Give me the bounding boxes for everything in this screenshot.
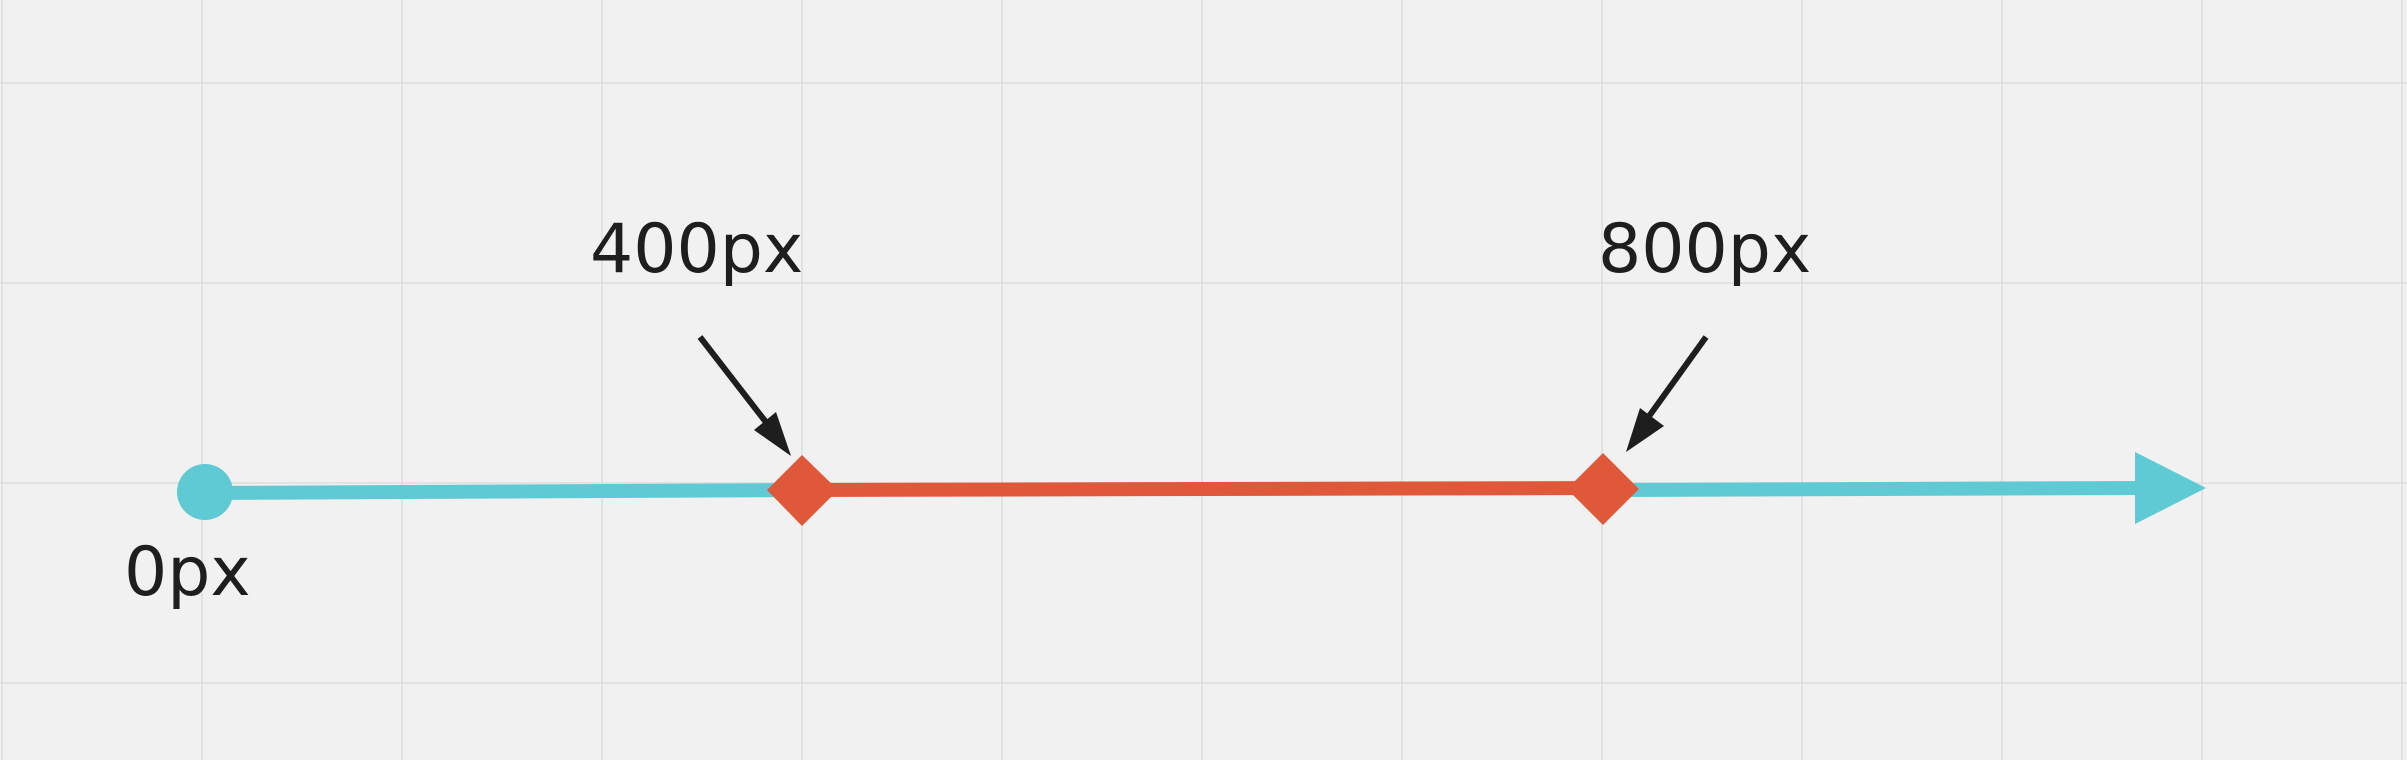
pointer-arrow-800-icon xyxy=(1626,335,1709,452)
marker-400-diamond-icon xyxy=(767,455,838,526)
label-0px: 0px xyxy=(124,533,251,612)
pointer-arrow-800-head xyxy=(1626,408,1664,452)
pointer-arrow-400-icon xyxy=(697,335,791,456)
highlighted-segment xyxy=(801,481,1604,497)
label-400px: 400px xyxy=(590,210,803,289)
teal-line-end-segment xyxy=(1602,481,2141,497)
pointer-arrow-800-shaft xyxy=(1639,335,1709,428)
start-point-icon xyxy=(177,464,233,520)
teal-line-start-segment xyxy=(204,483,803,500)
end-arrowhead-icon xyxy=(2135,452,2206,524)
marker-800-diamond-icon xyxy=(1567,453,1639,525)
pointer-arrow-400-shaft xyxy=(697,335,775,432)
label-800px: 800px xyxy=(1598,210,1811,289)
pointer-arrow-400-head xyxy=(754,412,791,456)
